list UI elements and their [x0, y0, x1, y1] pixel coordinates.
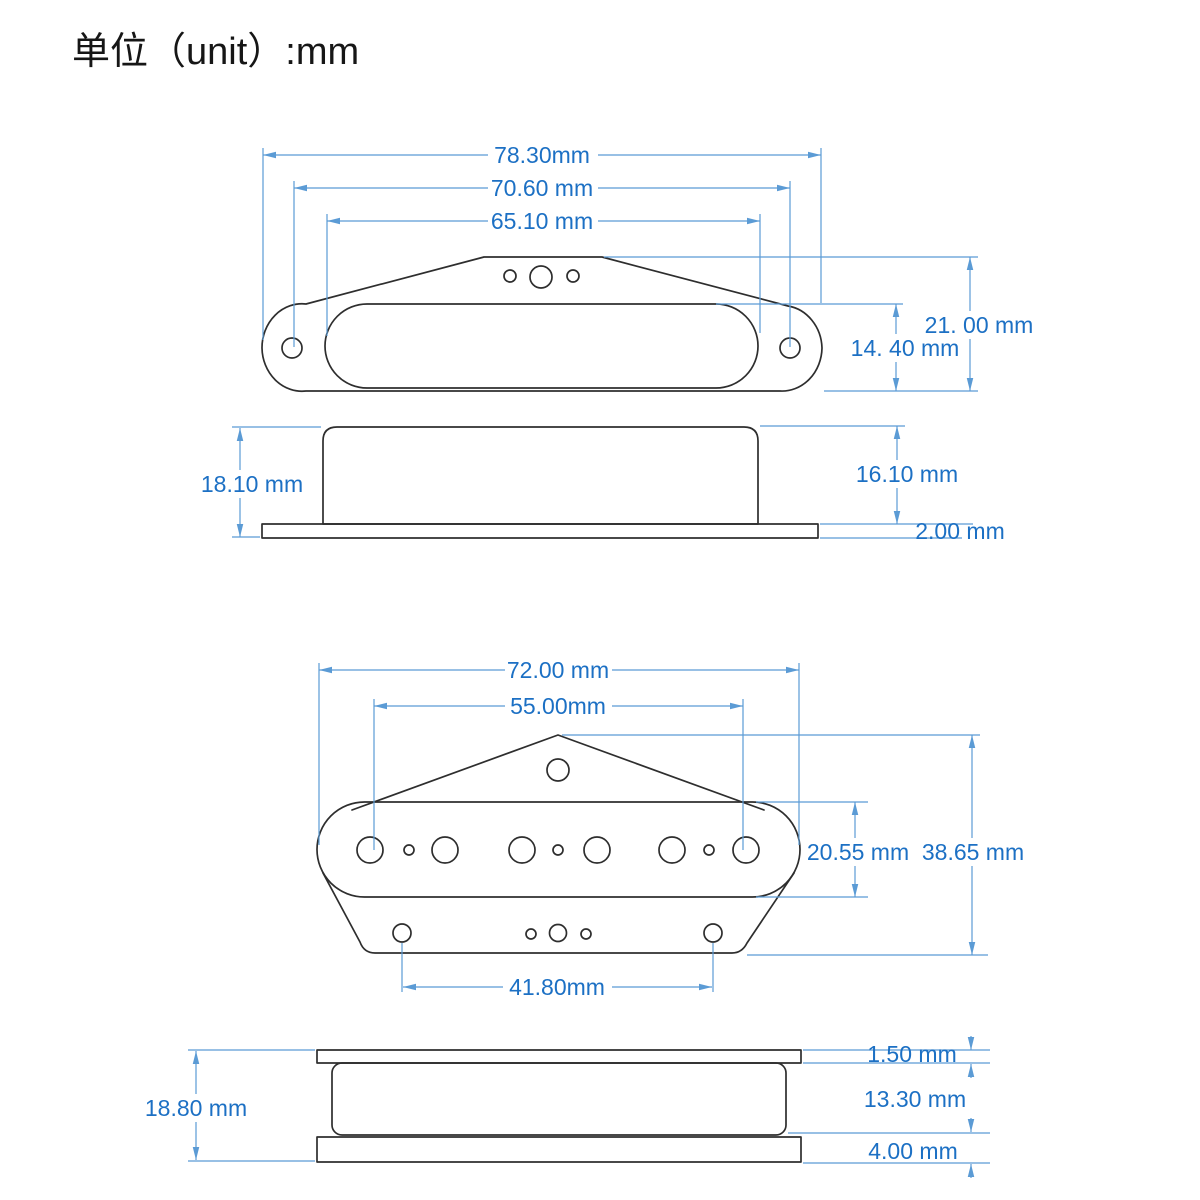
neck-mount-hole-left — [281, 337, 303, 359]
neck-wire-hole-left — [503, 269, 517, 283]
bridge-bobbin-outline — [331, 1062, 787, 1136]
dim-label-bridge-cover-depth: 20.55 mm — [807, 839, 909, 865]
dim-label-baseplate-thickness: 4.00 mm — [868, 1138, 957, 1164]
bridge-peak-outline — [351, 734, 765, 811]
dim-label-screw-spacing: 41.80mm — [509, 974, 605, 1000]
dim-label-bridge-total-height: 18.80 mm — [145, 1095, 247, 1121]
dim-label-neck-total-depth: 21. 00 mm — [925, 312, 1034, 338]
bridge-pickup-side-view: 18.80 mm 1.50 mm 13.30 mm 4.00 mm — [145, 1036, 990, 1178]
wire-hole — [525, 928, 537, 940]
dim-label-neck-outer-width: 78.30mm — [494, 142, 590, 168]
pole-hole — [356, 836, 384, 864]
unit-note: 单位（unit）:mm — [72, 31, 359, 73]
pole-hole — [583, 836, 611, 864]
neck-cover-side-outline — [322, 426, 759, 525]
dim-label-pole-spacing: 55.00mm — [510, 693, 606, 719]
dim-label-neck-hole-spacing: 70.60 mm — [491, 175, 593, 201]
bridge-pickup-top-view: 72.00 mm 55.00mm 20.55 mm 38.65 mm 41.80… — [316, 657, 1024, 1000]
dim-label-neck-cover-width: 65.10 mm — [491, 208, 593, 234]
neck-pickup-top-view: 78.30mm 70.60 mm 65.10 mm 21. 00 mm 14. … — [261, 142, 1034, 393]
dim-label-top-plate-thickness: 1.50 mm — [867, 1041, 956, 1067]
pole-hole — [508, 836, 536, 864]
screw-hole-right — [703, 923, 723, 943]
bridge-cover-outline — [316, 801, 801, 898]
dim-label-neck-baseplate-thickness: 2.00 mm — [915, 518, 1004, 544]
pole-hole — [431, 836, 459, 864]
pilot-hole — [552, 844, 564, 856]
dim-label-neck-cover-depth: 14. 40 mm — [851, 335, 960, 361]
pilot-hole — [703, 844, 715, 856]
pole-hole — [658, 836, 686, 864]
dim-label-bridge-total-depth: 38.65 mm — [922, 839, 1024, 865]
bridge-peak-hole — [546, 758, 570, 782]
dim-label-neck-total-height: 18.10 mm — [201, 471, 303, 497]
screw-hole-left — [392, 923, 412, 943]
bridge-top-plate-outline — [316, 1049, 802, 1064]
neck-baseplate-side-outline — [261, 523, 819, 539]
pole-hole — [732, 836, 760, 864]
dim-label-bridge-outer-width: 72.00 mm — [507, 657, 609, 683]
neck-cover-outline — [324, 303, 759, 389]
neck-wire-hole-right — [566, 269, 580, 283]
wire-hole — [580, 928, 592, 940]
wire-hole — [548, 923, 568, 943]
bridge-tab-outline — [322, 872, 795, 954]
neck-wire-hole-center — [529, 265, 553, 289]
dim-label-neck-cover-height: 16.10 mm — [856, 461, 958, 487]
neck-baseplate-outline — [261, 256, 823, 393]
pilot-hole — [403, 844, 415, 856]
neck-pickup-side-view: 18.10 mm 16.10 mm 2.00 mm — [201, 425, 1005, 544]
dim-label-bobbin-height: 13.30 mm — [864, 1086, 966, 1112]
bridge-baseplate-outline — [316, 1136, 802, 1163]
